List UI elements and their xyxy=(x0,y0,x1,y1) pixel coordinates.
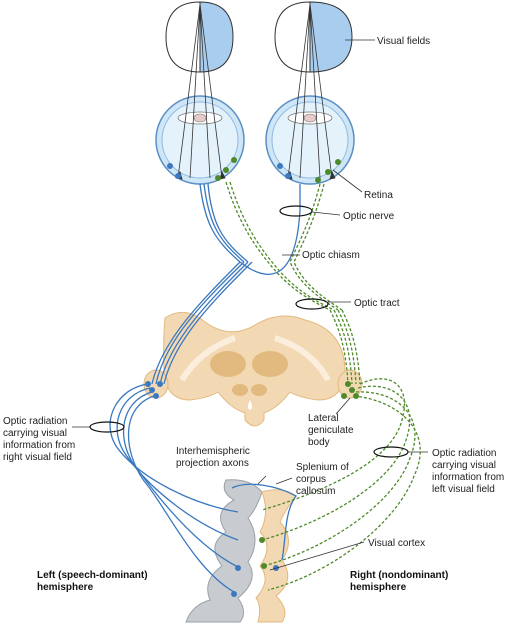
label-radiation-left-1: Optic radiation xyxy=(3,416,67,427)
left-eye xyxy=(155,95,245,185)
label-optic-chiasm: Optic chiasm xyxy=(302,250,360,261)
label-radiation-left-3: information from xyxy=(3,440,75,451)
blue-pathways xyxy=(109,183,301,593)
label-radiation-right-1: Optic radiation xyxy=(432,448,496,459)
label-left-hemisphere-2: hemisphere xyxy=(37,582,94,593)
label-radiation-right-2: carrying visual xyxy=(432,460,496,471)
label-radiation-left-4: right visual field xyxy=(3,452,72,463)
thalamus-section xyxy=(143,311,363,427)
label-lgb-2: geniculate xyxy=(308,425,354,436)
label-optic-nerve: Optic nerve xyxy=(343,211,395,222)
label-radiation-right-4: left visual field xyxy=(432,484,495,495)
label-splenium-1: Splenium of xyxy=(296,462,349,473)
label-lgb-1: Lateral xyxy=(308,413,339,424)
label-right-hemisphere-1: Right (nondominant) xyxy=(350,570,448,581)
label-left-hemisphere-1: Left (speech-dominant) xyxy=(37,570,148,581)
label-interhemispheric-1: Interhemispheric xyxy=(176,446,250,457)
label-visual-cortex: Visual cortex xyxy=(368,538,425,549)
label-radiation-left-2: carrying visual xyxy=(3,428,67,439)
leader-lines xyxy=(72,39,428,571)
label-retina: Retina xyxy=(364,190,393,201)
label-lgb-3: body xyxy=(308,437,330,448)
left-visual-field xyxy=(165,1,234,73)
label-visual-fields: Visual fields xyxy=(377,36,430,47)
right-eye xyxy=(265,95,355,185)
right-visual-field xyxy=(274,1,353,73)
label-splenium-3: callosum xyxy=(296,486,335,497)
label-radiation-right-3: information from xyxy=(432,472,504,483)
green-pathways xyxy=(225,181,421,591)
label-splenium-2: corpus xyxy=(296,474,326,485)
retina-cells xyxy=(167,157,341,183)
lgb-nodes xyxy=(145,381,359,597)
label-interhemispheric-2: projection axons xyxy=(176,458,249,469)
label-right-hemisphere-2: hemisphere xyxy=(350,582,407,593)
occipital-cortex xyxy=(185,479,297,623)
label-optic-tract: Optic tract xyxy=(354,298,400,309)
